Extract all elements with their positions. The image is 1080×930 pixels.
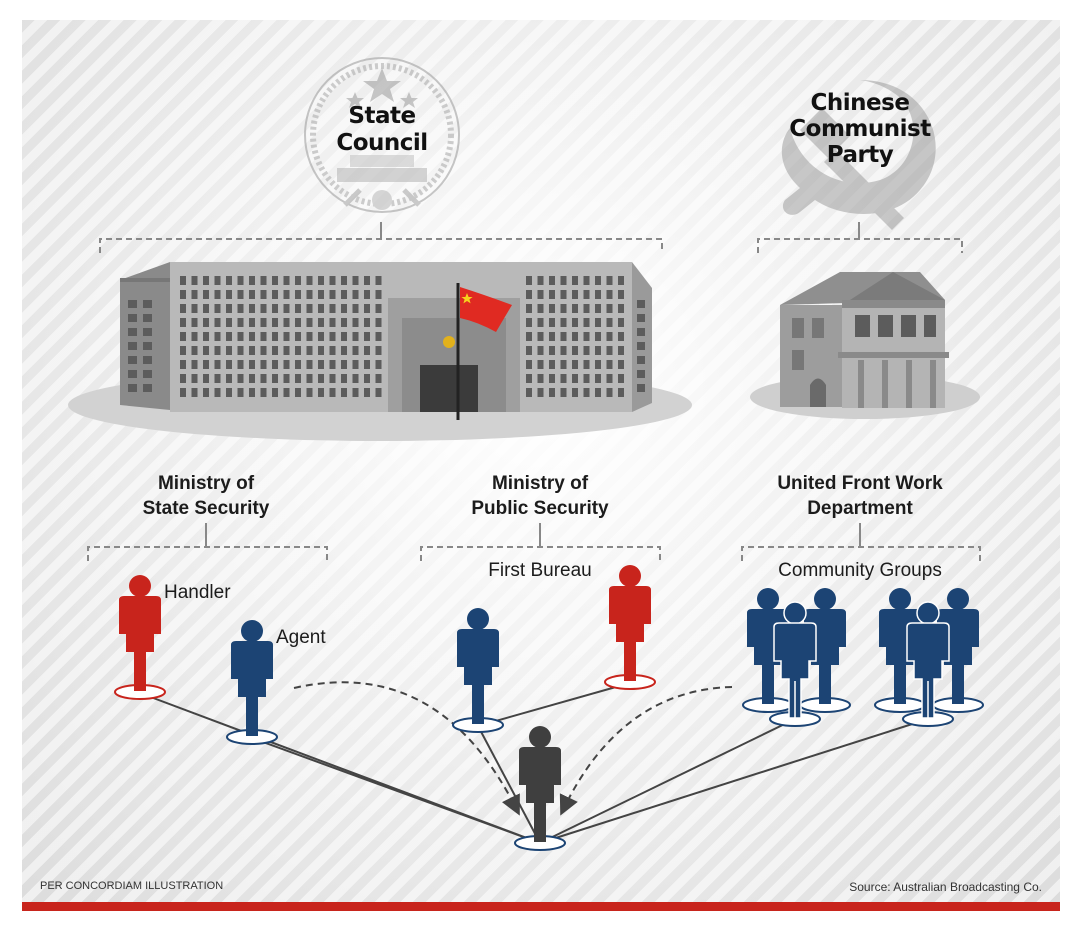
- agent-label: Agent: [276, 627, 326, 648]
- flag-icon: [460, 287, 512, 332]
- mps-label: Ministry of Public Security: [471, 473, 609, 519]
- state-council-label: State Council: [336, 103, 428, 156]
- party-building-icon: [750, 272, 980, 419]
- source-credit: Source: Australian Broadcasting Co.: [849, 880, 1042, 894]
- bottom-accent-bar: [22, 902, 1060, 911]
- mss-label: Ministry of State Security: [142, 473, 270, 519]
- mps-handler-figure: [609, 565, 651, 681]
- first-bureau-label: First Bureau: [488, 560, 592, 581]
- influence-arrows: [293, 681, 733, 816]
- ccp-label: Chinese Communist Party: [789, 90, 931, 168]
- national-emblem-icon: [304, 57, 460, 213]
- ufwd-label: United Front Work Department: [777, 473, 943, 519]
- handler-label: Handler: [164, 582, 231, 603]
- mps-officer-figure: [457, 608, 499, 724]
- figure-bases: [114, 674, 984, 851]
- connection-lines: [139, 682, 929, 844]
- illustration-credit: PER CONCORDIAM ILLUSTRATION: [40, 880, 224, 892]
- handler-figure: [119, 575, 161, 691]
- hammer-sickle-icon: [781, 80, 936, 230]
- agent-figure: [231, 620, 273, 736]
- government-building-icon: [68, 262, 692, 441]
- target-figure: [519, 726, 561, 842]
- community-groups-label: Community Groups: [778, 560, 942, 581]
